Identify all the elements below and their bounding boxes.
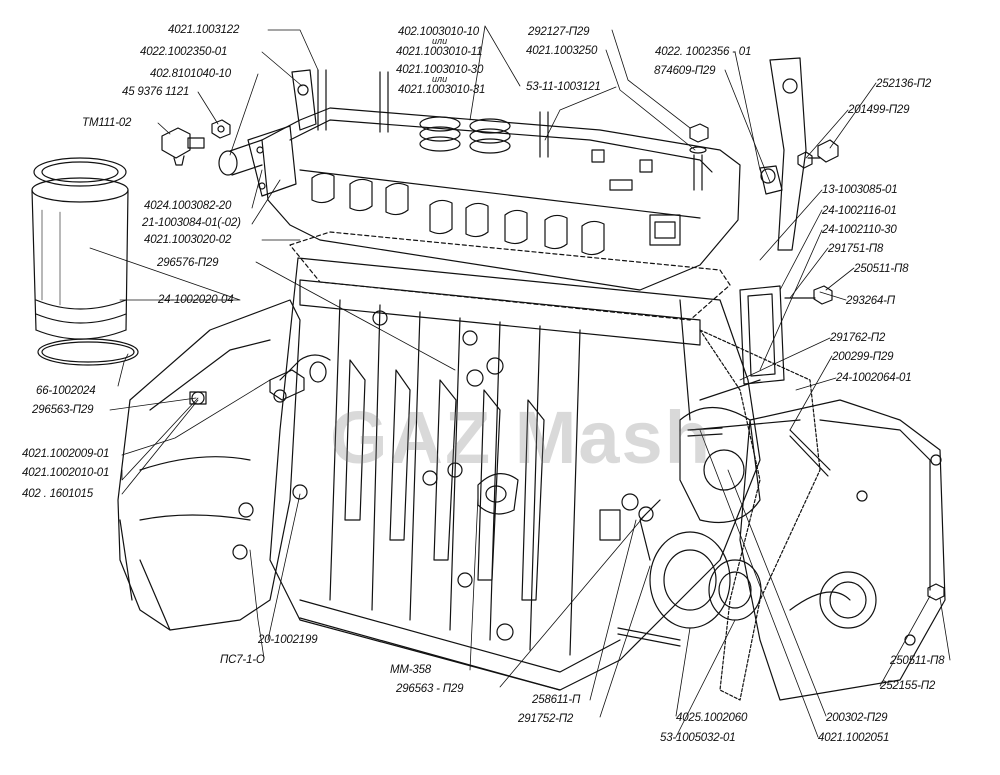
part-label: 296563 - П29 [396, 683, 464, 695]
dowel-pins [617, 427, 831, 647]
part-label: 4021.1003020-02 [144, 234, 232, 246]
rear-seal-housing [639, 499, 762, 629]
part-label: 293264-П [846, 295, 895, 307]
part-label: 402.1003010-10 [398, 26, 479, 38]
bolt-250511 [927, 583, 945, 601]
part-label: 53-11-1003121 [526, 81, 601, 93]
part-label: 291751-П8 [828, 243, 884, 255]
part-label-or: или [432, 74, 448, 84]
watermark: GAZ Mash [330, 396, 712, 479]
part-label: 4022.1002350-01 [140, 46, 228, 58]
part-label: 292127-П29 [528, 26, 590, 38]
part-label: 4021.1003010-30 [396, 64, 484, 76]
front-gasket [699, 329, 821, 701]
cylinder-sleeve [31, 157, 129, 340]
part-label: 4021.1002009-01 [22, 448, 110, 460]
part-label: 200299-П29 [832, 351, 894, 363]
part-label: ММ-358 [390, 664, 431, 676]
cylinder-block [232, 257, 761, 691]
part-label: 291762-П2 [830, 332, 886, 344]
part-label: 258611-П [532, 694, 581, 706]
part-label: ТМ111-02 [82, 117, 132, 129]
outlet-flange [247, 125, 297, 197]
part-label: 53-1005032-01 [660, 732, 736, 744]
part-label: 66-1002024 [36, 385, 96, 397]
nut-small [211, 119, 231, 139]
part-label: 4021.1003010-31 [398, 84, 486, 96]
part-label: ПС7-1-О [220, 654, 265, 666]
part-label: 402 . 1601015 [22, 488, 93, 500]
bolt-252136 [797, 139, 839, 169]
part-label: 20-1002199 [258, 634, 318, 646]
sensor-tm111 [161, 127, 205, 166]
head-nut-washer [689, 123, 709, 191]
part-label: 874609-П29 [654, 65, 716, 77]
part-label: 4022. 1002356 - 01 [655, 46, 752, 58]
part-label: 45 9376 1121 [122, 86, 190, 98]
clutch-housing [117, 299, 305, 631]
part-label: 4025.1002060 [676, 712, 748, 724]
part-label: 24-1002110-30 [822, 224, 897, 236]
part-label: 4021.1003122 [168, 24, 240, 36]
timing-cover [739, 399, 946, 701]
part-label: 13-1003085-01 [822, 184, 898, 196]
part-label: 252136-П2 [876, 78, 932, 90]
part-label: 296563-П29 [32, 404, 94, 416]
part-label: 252155-П2 [880, 680, 936, 692]
leader-lines [89, 25, 951, 738]
part-label-or: или [432, 36, 448, 46]
part-label: 4021.1003250 [526, 45, 598, 57]
part-label: 250511-П8 [890, 655, 945, 667]
part-label: 4021.1003010-11 [396, 46, 483, 58]
part-label: 4021.1002010-01 [22, 467, 110, 479]
pipe-fitting [218, 139, 263, 176]
cylinder-head [261, 69, 741, 291]
part-label: 201499-П29 [848, 104, 910, 116]
part-label: 4024.1003082-20 [144, 200, 232, 212]
part-label: 200302-П29 [826, 712, 888, 724]
part-label: 296576-П29 [157, 257, 219, 269]
lifting-eye-right [759, 57, 807, 251]
part-label: 4021.1002051 [818, 732, 890, 744]
front-plate [679, 299, 801, 524]
lifting-eye-left [291, 69, 317, 131]
part-label: 21-1003084-01(-02) [142, 217, 241, 229]
part-label: 24-1002064-01 [836, 372, 912, 384]
part-label: 24-1002116-01 [822, 205, 897, 217]
sleeve-o-ring [37, 338, 139, 366]
part-label: 24-1002020-04 [158, 294, 234, 306]
part-label: 291752-П2 [518, 713, 574, 725]
part-label: 250511-П8 [854, 263, 909, 275]
part-label: 402.8101040-10 [150, 68, 231, 80]
